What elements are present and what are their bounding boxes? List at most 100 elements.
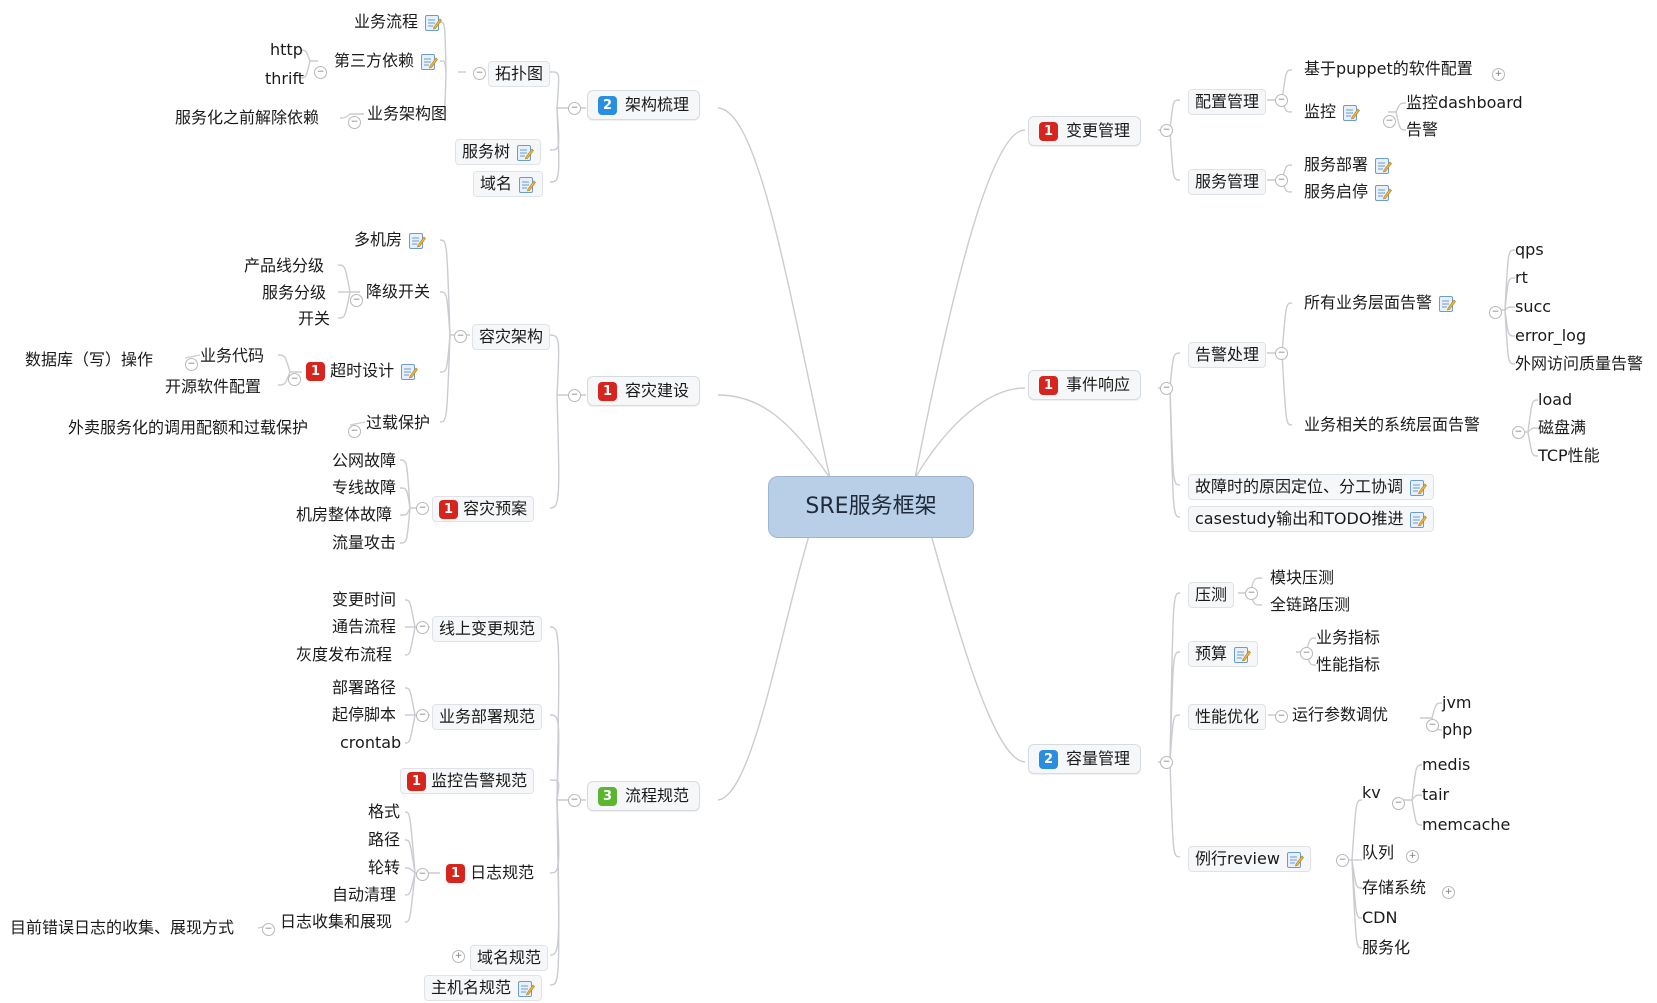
collapse-toggle[interactable]: − [1489, 306, 1502, 319]
node-canshu[interactable]: 运行参数调优 [1292, 705, 1388, 725]
node-dashboard[interactable]: 监控dashboard [1406, 93, 1523, 113]
node-bushulujing[interactable]: 部署路径 [332, 678, 396, 698]
collapse-toggle[interactable]: − [1245, 587, 1258, 600]
collapse-toggle[interactable]: − [1392, 797, 1405, 810]
node-fuwushu[interactable]: 服务树 [455, 139, 542, 165]
topic-biangeng[interactable]: 1 变更管理 [1028, 116, 1142, 146]
node-xingneng[interactable]: 性能指标 [1316, 655, 1380, 675]
node-rt[interactable]: rt [1515, 268, 1528, 288]
node-rongzai-jiagou[interactable]: 容灾架构 [472, 324, 551, 350]
collapse-toggle[interactable]: − [348, 116, 361, 129]
node-qiting[interactable]: 起停脚本 [332, 705, 396, 725]
node-guozai[interactable]: 过载保护 [366, 413, 430, 433]
node-shouji[interactable]: 日志收集和展现 [280, 912, 392, 932]
node-liuliang[interactable]: 流量攻击 [332, 533, 396, 553]
node-jvm[interactable]: jvm [1442, 693, 1472, 713]
node-duojifang[interactable]: 多机房 [354, 230, 426, 250]
topic-liucheng[interactable]: 3 流程规范 [587, 781, 701, 811]
node-duilie[interactable]: 队列 [1362, 843, 1394, 863]
collapse-toggle[interactable]: − [1300, 647, 1313, 660]
node-kaiguan[interactable]: 开关 [298, 309, 330, 329]
collapse-toggle[interactable]: − [416, 621, 429, 634]
topic-shijian[interactable]: 1 事件响应 [1028, 370, 1142, 400]
node-waiwang[interactable]: 外网访问质量告警 [1515, 354, 1643, 374]
node-fuwuhua[interactable]: 服务化 [1362, 938, 1410, 958]
collapse-toggle[interactable]: − [350, 294, 363, 307]
node-qps[interactable]: qps [1515, 240, 1544, 260]
node-disanfang[interactable]: 第三方依赖 [334, 51, 438, 71]
node-tonggao[interactable]: 通告流程 [332, 617, 396, 637]
collapse-toggle[interactable]: − [1160, 382, 1173, 395]
expand-toggle[interactable]: + [1442, 886, 1455, 899]
collapse-toggle[interactable]: − [1275, 94, 1288, 107]
node-zhujiming[interactable]: 主机名规范 [424, 975, 543, 1001]
collapse-toggle[interactable]: − [288, 373, 301, 386]
node-yewuliucheng[interactable]: 业务流程 [354, 12, 442, 32]
node-bushu[interactable]: 业务部署规范 [432, 704, 543, 730]
expand-toggle[interactable]: + [452, 950, 465, 963]
node-youhua[interactable]: 性能优化 [1188, 704, 1267, 730]
node-cunchu[interactable]: 存储系统 [1362, 878, 1426, 898]
node-waimai[interactable]: 外卖服务化的调用配额和过载保护 [68, 418, 308, 438]
collapse-toggle[interactable]: − [1160, 756, 1173, 769]
node-chanpinxian[interactable]: 产品线分级 [244, 256, 324, 276]
node-gaojingchuli[interactable]: 告警处理 [1188, 342, 1267, 368]
node-yewudaima[interactable]: 业务代码 [200, 346, 264, 366]
collapse-toggle[interactable]: − [1426, 719, 1439, 732]
node-gongwang[interactable]: 公网故障 [332, 451, 396, 471]
node-thrift[interactable]: thrift [265, 69, 304, 89]
collapse-toggle[interactable]: − [568, 794, 581, 807]
expand-toggle[interactable]: + [1492, 68, 1505, 81]
topic-rongzai[interactable]: 1 容灾建设 [587, 376, 701, 406]
collapse-toggle[interactable]: − [416, 502, 429, 515]
collapse-toggle[interactable]: − [1275, 347, 1288, 360]
node-error-log[interactable]: error_log [1515, 326, 1586, 346]
node-kv[interactable]: kv [1362, 783, 1381, 803]
node-gaojing[interactable]: 告警 [1406, 120, 1438, 140]
collapse-toggle[interactable]: − [1275, 710, 1288, 723]
node-yumingguifan[interactable]: 域名规范 [470, 945, 549, 971]
node-jiankongguifan[interactable]: 1 监控告警规范 [400, 768, 535, 794]
collapse-toggle[interactable]: − [568, 102, 581, 115]
node-quanlianlu[interactable]: 全链路压测 [1270, 595, 1350, 615]
collapse-toggle[interactable]: − [262, 923, 275, 936]
collapse-toggle[interactable]: − [416, 868, 429, 881]
collapse-toggle[interactable]: − [568, 389, 581, 402]
node-medis[interactable]: medis [1422, 755, 1470, 775]
node-yuming[interactable]: 域名 [473, 171, 544, 197]
node-zidong[interactable]: 自动清理 [332, 885, 396, 905]
topic-jiagou[interactable]: 2 架构梳理 [587, 90, 701, 120]
node-lujing[interactable]: 路径 [368, 830, 400, 850]
node-cipan[interactable]: 磁盘满 [1538, 418, 1586, 438]
node-yewuceng[interactable]: 所有业务层面告警 [1304, 293, 1456, 313]
expand-toggle[interactable]: + [1406, 850, 1419, 863]
node-yace[interactable]: 压测 [1188, 582, 1235, 608]
collapse-toggle[interactable]: − [1336, 854, 1349, 867]
node-fuwufenji[interactable]: 服务分级 [262, 283, 326, 303]
collapse-toggle[interactable]: − [185, 358, 198, 371]
node-fuwuguanli[interactable]: 服务管理 [1188, 169, 1267, 195]
node-succ[interactable]: succ [1515, 297, 1551, 317]
node-cuowu[interactable]: 目前错误日志的收集、展现方式 [10, 918, 234, 938]
node-yewuzhibiao[interactable]: 业务指标 [1316, 628, 1380, 648]
node-fuwubushu[interactable]: 服务部署 [1304, 155, 1392, 175]
collapse-toggle[interactable]: − [1275, 174, 1288, 187]
node-tcp[interactable]: TCP性能 [1538, 446, 1600, 466]
collapse-toggle[interactable]: − [314, 66, 327, 79]
node-rongzai-yuan[interactable]: 1 容灾预案 [432, 496, 535, 522]
node-jifang[interactable]: 机房整体故障 [296, 505, 392, 525]
node-tuopu[interactable]: 拓扑图 [488, 61, 551, 87]
node-kaiyuan[interactable]: 开源软件配置 [165, 377, 261, 397]
root-topic[interactable]: SRE服务框架 [768, 476, 974, 538]
topic-rongliang[interactable]: 2 容量管理 [1028, 744, 1142, 774]
node-geshi[interactable]: 格式 [368, 802, 400, 822]
collapse-toggle[interactable]: − [454, 330, 467, 343]
collapse-toggle[interactable]: − [1160, 124, 1173, 137]
node-peizhi[interactable]: 配置管理 [1188, 89, 1267, 115]
node-crontab[interactable]: crontab [340, 733, 401, 753]
node-cdn[interactable]: CDN [1362, 908, 1397, 928]
node-casestudy[interactable]: casestudy输出和TODO推进 [1188, 506, 1435, 532]
node-puppet[interactable]: 基于puppet的软件配置 [1304, 59, 1473, 79]
node-xitongceng[interactable]: 业务相关的系统层面告警 [1304, 415, 1480, 435]
node-biangengshijian[interactable]: 变更时间 [332, 590, 396, 610]
